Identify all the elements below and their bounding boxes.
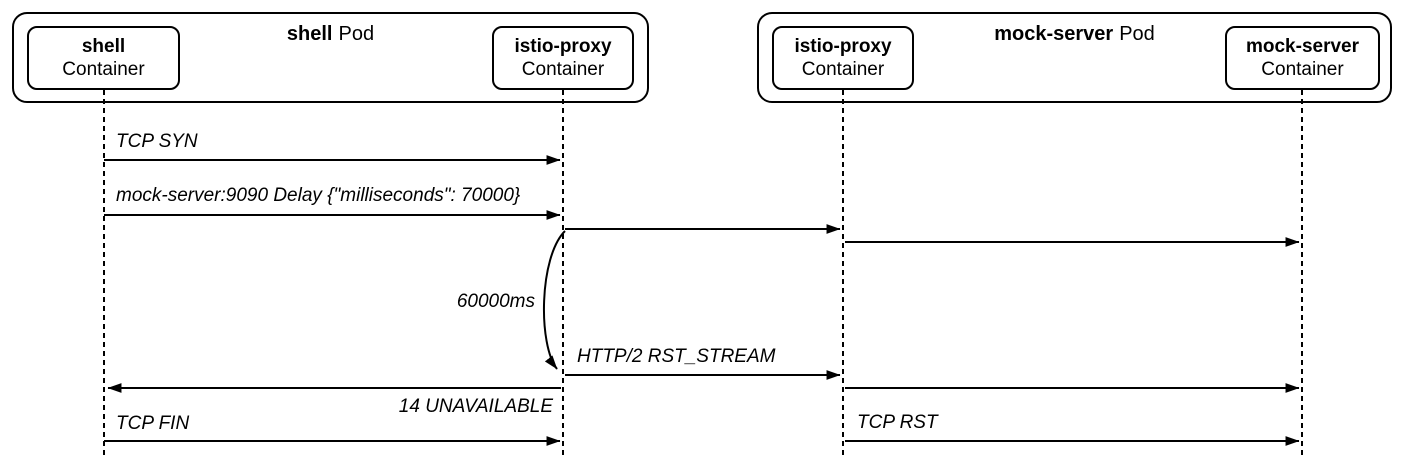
- message-label-delay-request: mock-server:9090 Delay {"milliseconds": …: [116, 185, 521, 206]
- pod-shell-kind: Pod: [338, 23, 375, 45]
- container-mock-server-name: mock-server: [1245, 36, 1360, 57]
- message-label-tcp-syn: TCP SYN: [116, 131, 198, 152]
- container-shell: shell Container: [27, 26, 180, 90]
- container-istio-proxy-mock-kind: Container: [801, 59, 885, 80]
- pod-mock-server-kind: Pod: [1119, 23, 1155, 45]
- container-shell-name: shell: [81, 36, 126, 57]
- pod-shell-title: shell Pod: [14, 22, 647, 46]
- message-label-http2-rst-stream: HTTP/2 RST_STREAM: [577, 346, 776, 367]
- container-mock-server-kind: Container: [1261, 59, 1344, 80]
- pod-mock-server-name: mock-server: [994, 23, 1114, 45]
- pod-mock-server: mock-server Pod: [757, 12, 1392, 103]
- container-istio-proxy-mock-name: istio-proxy: [794, 36, 892, 57]
- pod-shell-name: shell: [286, 23, 333, 45]
- container-istio-proxy-shell-kind: Container: [521, 59, 605, 80]
- container-istio-proxy-mock-server-pod: istio-proxy Container: [772, 26, 914, 90]
- message-label-delay-duration: 60000ms: [456, 291, 535, 312]
- container-istio-proxy-shell-pod: istio-proxy Container: [492, 26, 634, 90]
- container-mock-server: mock-server Container: [1225, 26, 1380, 90]
- container-istio-proxy-shell-name: istio-proxy: [514, 36, 612, 57]
- message-label-tcp-rst: TCP RST: [857, 412, 938, 433]
- pod-shell: shell Pod: [12, 12, 649, 103]
- message-label-tcp-fin: TCP FIN: [116, 413, 190, 434]
- pod-mock-server-title: mock-server Pod: [759, 22, 1390, 46]
- container-shell-kind: Container: [62, 59, 145, 80]
- message-label-14-unavailable: 14 UNAVAILABLE: [398, 396, 553, 417]
- delay-self-loop-curve: [542, 230, 566, 370]
